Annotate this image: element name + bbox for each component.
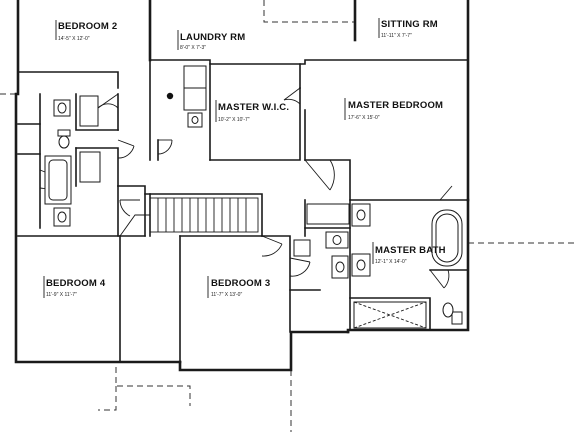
doors [39,87,453,289]
room-dimensions: 11'-9" X 11'-7" [46,292,77,298]
room-name: BEDROOM 2 [58,21,117,32]
room-label-laundry-rm: LAUNDRY RM 8'-0" X 7'-3" [177,30,245,51]
room-label-master-wic: MASTER W.I.C. 10'-2" X 10'-7" [215,100,289,123]
room-label-bedroom-2: BEDROOM 2 14'-5" X 12'-0" [55,20,117,42]
room-dimensions: 8'-0" X 7'-3" [180,45,206,51]
room-label-master-bedroom: MASTER BEDROOM 17'-6" X 15'-0" [344,98,443,121]
bathroom-fixtures [44,65,463,329]
room-dimensions: 14'-5" X 12'-0" [58,36,90,42]
room-label-sitting-rm: SITTING RM 11'-11" X 7'-7" [378,18,438,39]
room-label-master-bath: MASTER BATH 12'-1" X 14'-0" [372,242,446,265]
room-name: BEDROOM 3 [211,278,270,289]
room-label-bedroom-4: BEDROOM 4 11'-9" X 11'-7" [43,276,106,298]
room-dimensions: 11'-7" X 13'-0" [211,292,242,298]
exterior-walls [14,0,470,372]
room-name: SITTING RM [381,19,438,30]
room-name: BEDROOM 4 [46,278,106,289]
room-name: MASTER W.I.C. [218,102,289,113]
room-label-bedroom-3: BEDROOM 3 11'-7" X 13'-0" [207,276,270,298]
room-dimensions: 17'-6" X 15'-0" [348,115,380,121]
staircase [119,197,259,237]
room-name: MASTER BATH [375,245,446,256]
interior-walls [17,59,469,363]
room-dimensions: 12'-1" X 14'-0" [375,259,407,265]
room-name: LAUNDRY RM [180,32,245,43]
room-dimensions: 11'-11" X 7'-7" [381,33,412,39]
room-dimensions: 10'-2" X 10'-7" [218,117,250,123]
room-name: MASTER BEDROOM [348,100,443,111]
